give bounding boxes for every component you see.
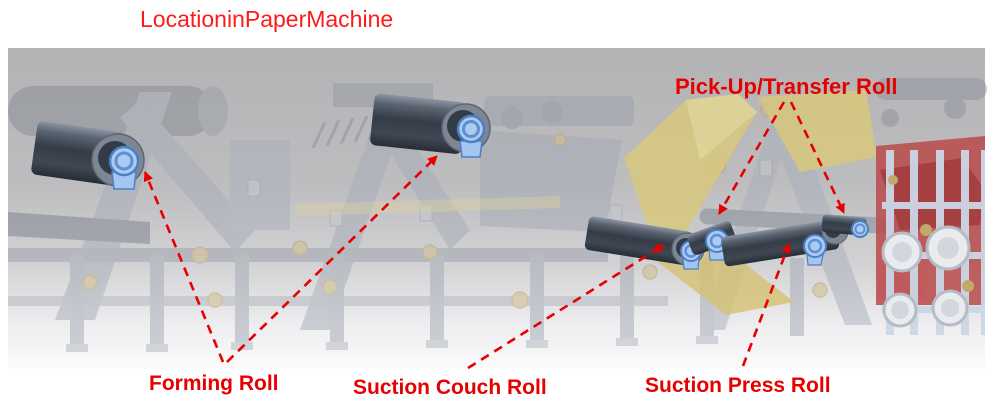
- highlighted-rolls: [31, 93, 869, 270]
- arrow-pickup-roll: [717, 101, 786, 215]
- label-pickup-transfer-roll: Pick-Up/Transfer Roll: [675, 74, 898, 99]
- bearing-blue: [108, 145, 140, 177]
- arrow-transfer-roll: [789, 101, 846, 214]
- bearing-blue: [456, 114, 486, 144]
- press-section-red: [876, 136, 985, 335]
- forming-roll-1: [31, 121, 145, 190]
- annotation-arrows: [143, 101, 846, 370]
- arrow-forming-roll-left: [143, 171, 225, 363]
- machine-photo: [8, 48, 987, 369]
- label-suction-press-roll: Suction Press Roll: [645, 374, 831, 397]
- label-forming-roll: Forming Roll: [149, 372, 279, 395]
- forming-roll-2: [370, 93, 491, 158]
- bearing-bracket: [459, 140, 483, 158]
- arrow-suction-press-roll: [741, 243, 791, 367]
- bearing-blue: [851, 220, 869, 238]
- arrow-suction-couch-roll: [467, 243, 665, 370]
- page-title: LocationinPaperMachine: [140, 6, 393, 32]
- label-suction-couch-roll: Suction Couch Roll: [353, 376, 547, 399]
- bearing-blue: [803, 234, 827, 258]
- arrow-forming-roll-right: [226, 155, 438, 363]
- transfer-roll: [821, 214, 869, 238]
- suction-press-roll: [721, 217, 849, 267]
